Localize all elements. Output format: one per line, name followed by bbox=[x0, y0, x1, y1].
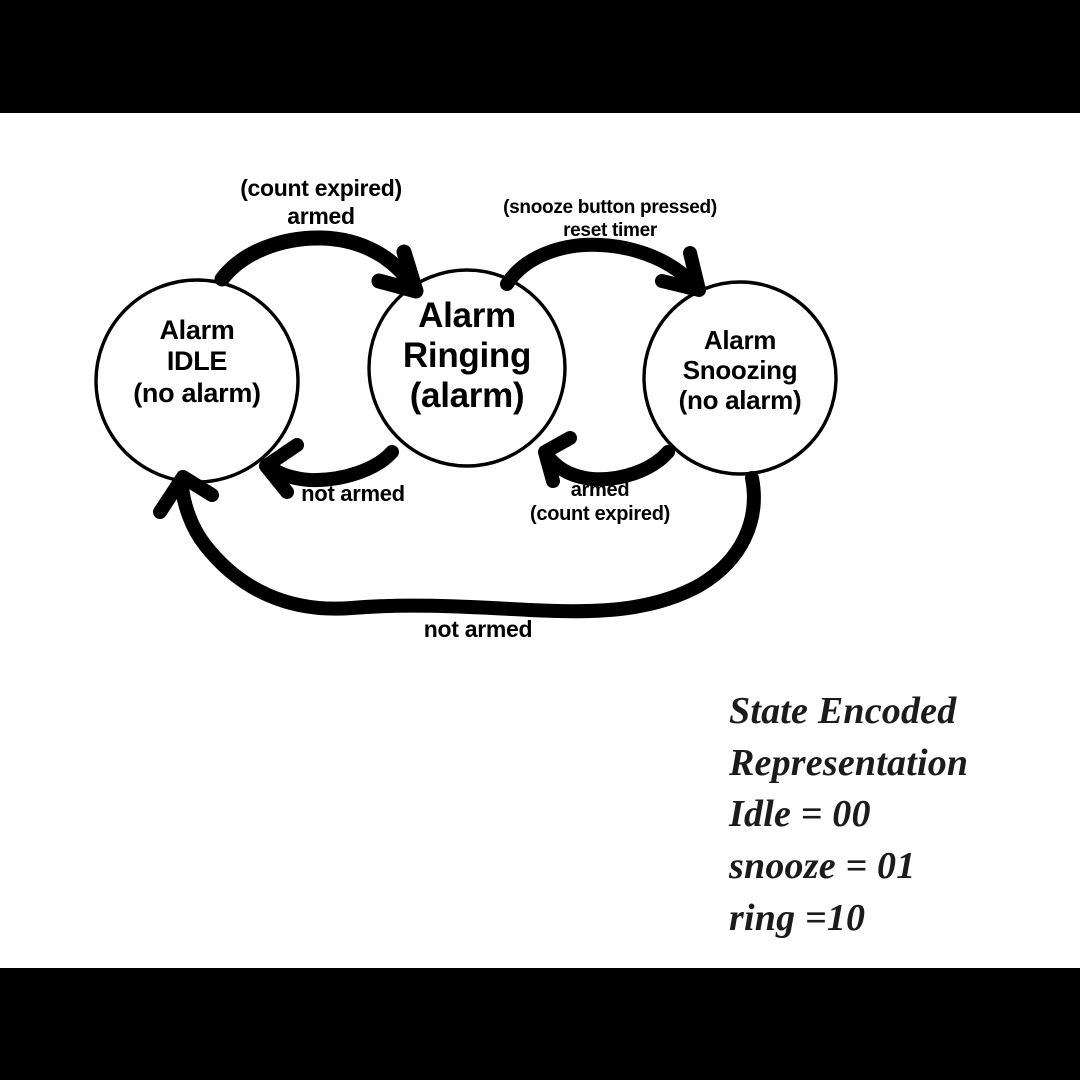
letterbox-bar-bottom bbox=[0, 968, 1080, 1080]
state-encoding-legend: State Encoded Representation Idle = 00 s… bbox=[729, 686, 1059, 944]
edge-ringing-to-idle bbox=[259, 438, 399, 499]
letterbox-bar-top bbox=[0, 0, 1080, 113]
legend-row-ring: ring =10 bbox=[729, 896, 866, 939]
edge-snoozing-to-ringing bbox=[538, 431, 675, 488]
edge-idle-to-ringing bbox=[214, 230, 424, 299]
state-circle-ringing bbox=[367, 268, 567, 468]
legend-heading-line1: State Encoded bbox=[729, 690, 957, 732]
state-circle-idle bbox=[94, 278, 300, 484]
legend-row-idle: Idle = 00 bbox=[729, 793, 871, 836]
legend-row-snooze: snooze = 01 bbox=[729, 845, 916, 888]
edge-ringing-to-snoozing bbox=[500, 237, 706, 297]
legend-heading-line2: Representation bbox=[729, 741, 969, 784]
edge-snoozing-to-idle bbox=[153, 470, 761, 619]
state-circle-snoozing bbox=[642, 280, 838, 476]
